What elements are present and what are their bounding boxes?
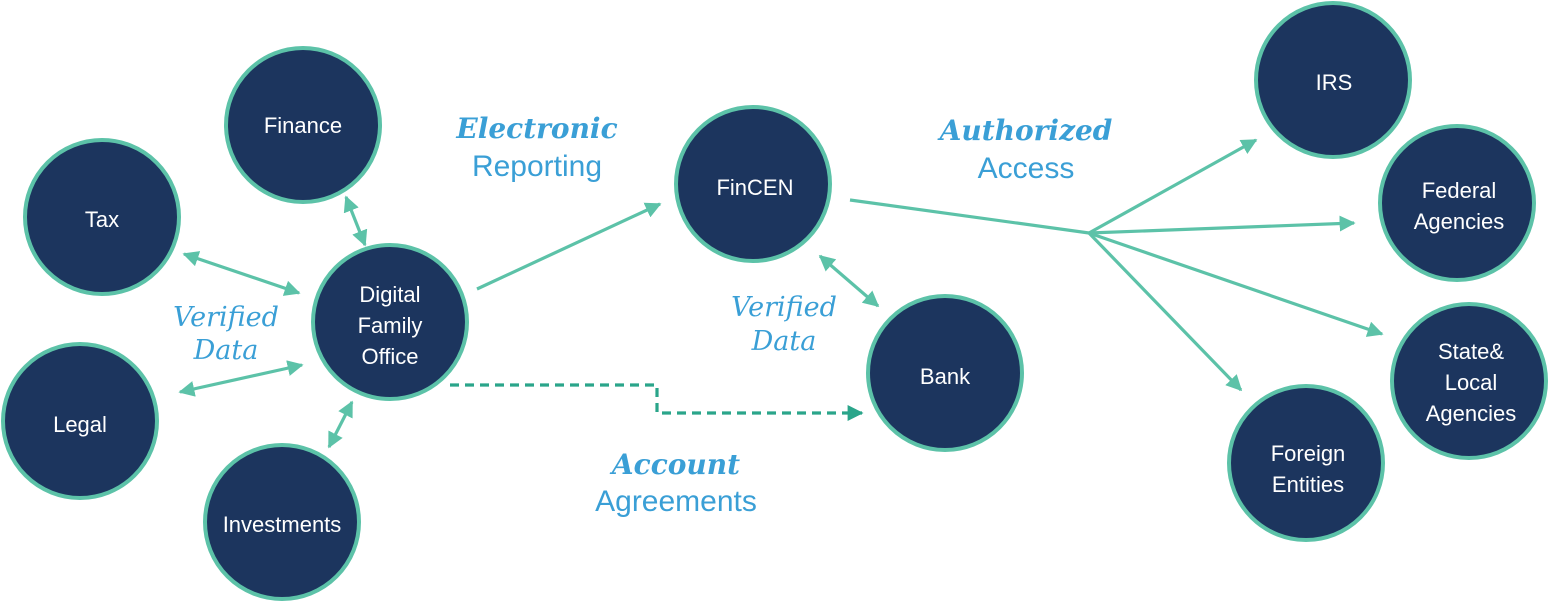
node-finance: Finance bbox=[224, 46, 382, 204]
label-verified-data-left: Verified Data bbox=[173, 302, 279, 366]
arrow-finance-dfo bbox=[343, 195, 368, 247]
label-reporting: Reporting bbox=[472, 150, 602, 183]
arrow-dfo-fincen bbox=[476, 202, 662, 291]
label-access: Access bbox=[978, 152, 1075, 185]
node-legal: Legal bbox=[1, 342, 159, 500]
node-investments: Investments bbox=[203, 443, 361, 601]
arrow-tax-dfo bbox=[182, 251, 301, 296]
node-state-label-line3: Agencies bbox=[1426, 401, 1517, 426]
arrow-legal-dfo bbox=[178, 360, 304, 397]
node-federal-label-line2: Agencies bbox=[1414, 209, 1505, 234]
arrow-fincen-bank bbox=[818, 254, 880, 308]
label-authorized: Authorized bbox=[937, 114, 1113, 147]
label-electronic-reporting: Electronic Reporting bbox=[455, 112, 617, 183]
arrow-investments-dfo bbox=[327, 400, 354, 449]
label-authorized-access: Authorized Access bbox=[937, 114, 1113, 185]
node-bank: Bank bbox=[866, 294, 1024, 452]
line-fincen-hub bbox=[849, 198, 1090, 235]
label-verified-data-right: Verified Data bbox=[731, 292, 837, 357]
node-digital-family-office: Digital Family Office bbox=[311, 243, 469, 401]
node-dfo-label-line2: Family bbox=[358, 313, 423, 338]
node-state-label-line1: State& bbox=[1438, 339, 1504, 364]
node-federal-agencies: Federal Agencies bbox=[1378, 124, 1536, 282]
node-irs-label: IRS bbox=[1316, 70, 1353, 95]
node-foreign-label-line2: Entities bbox=[1272, 472, 1344, 497]
node-dfo-label-line1: Digital bbox=[359, 282, 420, 307]
node-state-local-agencies: State& Local Agencies bbox=[1390, 302, 1548, 460]
node-foreign-label-line1: Foreign bbox=[1271, 441, 1346, 466]
arrow-hub-federal bbox=[1088, 215, 1356, 235]
label-account-agreements: Account Agreements bbox=[595, 448, 757, 518]
node-bank-label: Bank bbox=[920, 364, 971, 389]
node-fincen: FinCEN bbox=[674, 105, 832, 263]
node-legal-label: Legal bbox=[53, 412, 107, 437]
arrow-hub-state-local bbox=[1088, 231, 1384, 337]
node-state-label-line2: Local bbox=[1445, 370, 1498, 395]
arrow-hub-irs bbox=[1088, 138, 1258, 235]
node-foreign-entities: Foreign Entities bbox=[1227, 384, 1385, 542]
label-account: Account bbox=[609, 448, 740, 481]
node-dfo-label-line3: Office bbox=[361, 344, 418, 369]
node-federal-label-line1: Federal bbox=[1422, 178, 1497, 203]
node-investments-label: Investments bbox=[223, 512, 342, 537]
label-agreements: Agreements bbox=[595, 485, 757, 518]
label-verified-right: Verified bbox=[731, 292, 837, 323]
arrow-hub-foreign bbox=[1087, 231, 1243, 392]
dashed-arrow-dfo-bank bbox=[450, 383, 864, 421]
node-tax-label: Tax bbox=[85, 207, 119, 232]
node-irs: IRS bbox=[1254, 1, 1412, 159]
node-finance-label: Finance bbox=[264, 113, 342, 138]
label-data-left: Data bbox=[193, 335, 259, 366]
label-verified-left: Verified bbox=[173, 302, 279, 333]
node-tax: Tax bbox=[23, 138, 181, 296]
label-data-right: Data bbox=[751, 326, 817, 357]
node-fincen-label: FinCEN bbox=[716, 175, 793, 200]
label-electronic: Electronic bbox=[455, 112, 617, 145]
